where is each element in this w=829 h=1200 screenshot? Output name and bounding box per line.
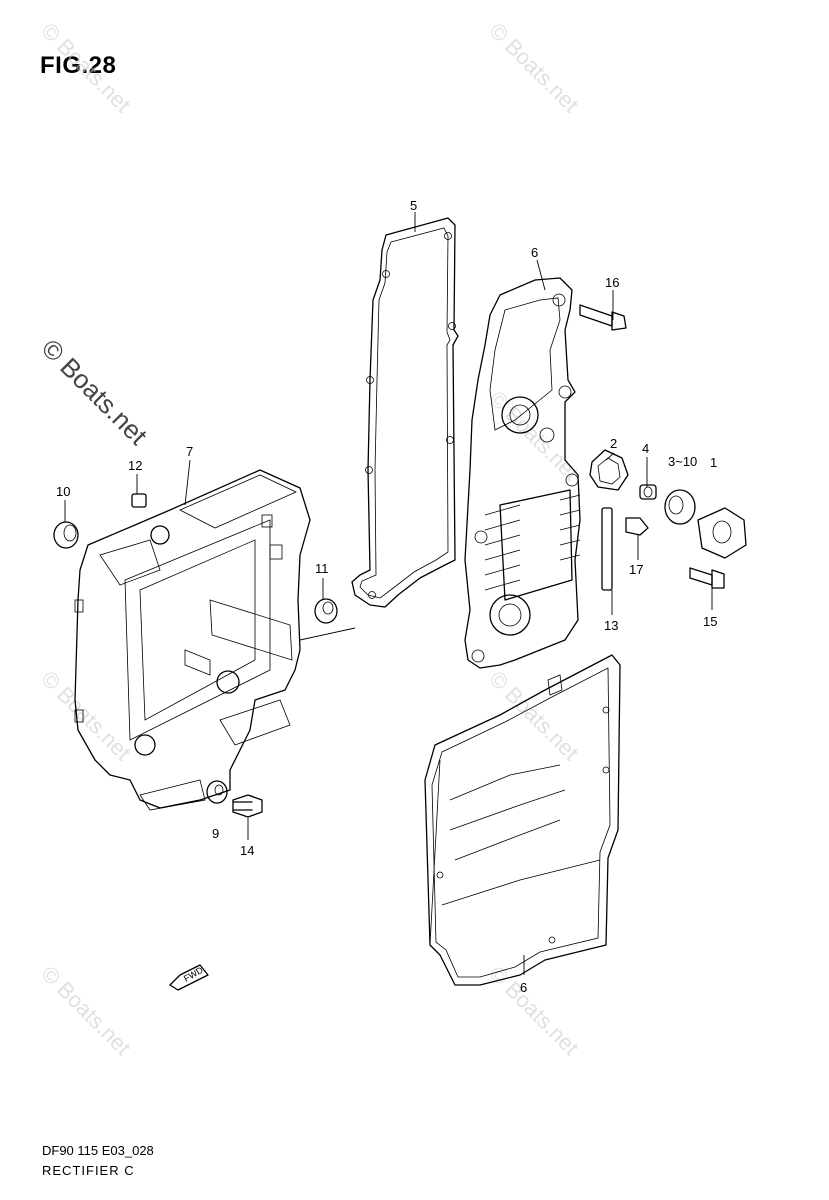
callout-3-10: 3~10	[668, 454, 697, 469]
watermark-text: © Boats.net	[484, 961, 583, 1060]
part-1-connector	[697, 507, 747, 559]
callout-12: 12	[128, 458, 142, 473]
watermark-text: © Boats.net	[36, 18, 135, 117]
part-17-screw	[625, 517, 649, 536]
callout-9: 9	[212, 826, 219, 841]
part-15-bolt	[689, 567, 725, 589]
callout-10: 10	[56, 484, 70, 499]
leader-lines	[64, 212, 713, 975]
callout-6-lower: 6	[520, 980, 527, 995]
figure-code: DF90 115 E03_028	[42, 1143, 154, 1158]
callout-labels: 5 6 16 2 4 3~10 1 12 7 10 11 17 13 15 9 …	[56, 198, 717, 995]
part-11-grommet	[299, 598, 356, 641]
part-3-cap	[664, 489, 696, 525]
part-12-clip	[131, 493, 147, 508]
part-4-screw	[639, 484, 657, 500]
part-8-cover	[424, 654, 621, 986]
part-10-grommet	[53, 521, 79, 549]
callout-2: 2	[610, 436, 617, 451]
watermark-text: © Boats.net	[36, 666, 135, 765]
callout-1: 1	[710, 455, 717, 470]
part-7-case	[74, 469, 311, 811]
watermark-text: © Boats.net	[484, 386, 583, 485]
part-14-bolt	[232, 794, 263, 818]
part-16-bolt	[579, 304, 627, 331]
part-6-rectifier	[464, 277, 581, 669]
callout-13: 13	[604, 618, 618, 633]
callout-4: 4	[642, 441, 649, 456]
callout-11: 11	[315, 561, 329, 576]
callout-5: 5	[410, 198, 417, 213]
callout-7: 7	[186, 444, 193, 459]
callout-16: 16	[605, 275, 619, 290]
watermark-text: © Boats.net	[36, 961, 135, 1060]
part-13-strip	[601, 507, 613, 591]
callout-6-upper: 6	[531, 245, 538, 260]
callout-15: 15	[703, 614, 717, 629]
watermark-text: © Boats.net	[484, 18, 583, 117]
part-9-washer	[206, 780, 228, 804]
fwd-direction-marker: FWD	[169, 964, 209, 991]
part-5-gasket	[351, 217, 459, 608]
callout-17: 17	[629, 562, 643, 577]
watermark-text-main: © Boats.net	[36, 333, 154, 451]
figure-title: FIG.28	[40, 52, 117, 79]
callout-14: 14	[240, 843, 254, 858]
figure-name: RECTIFIER C	[42, 1163, 135, 1178]
part-2-gasket	[589, 449, 629, 491]
